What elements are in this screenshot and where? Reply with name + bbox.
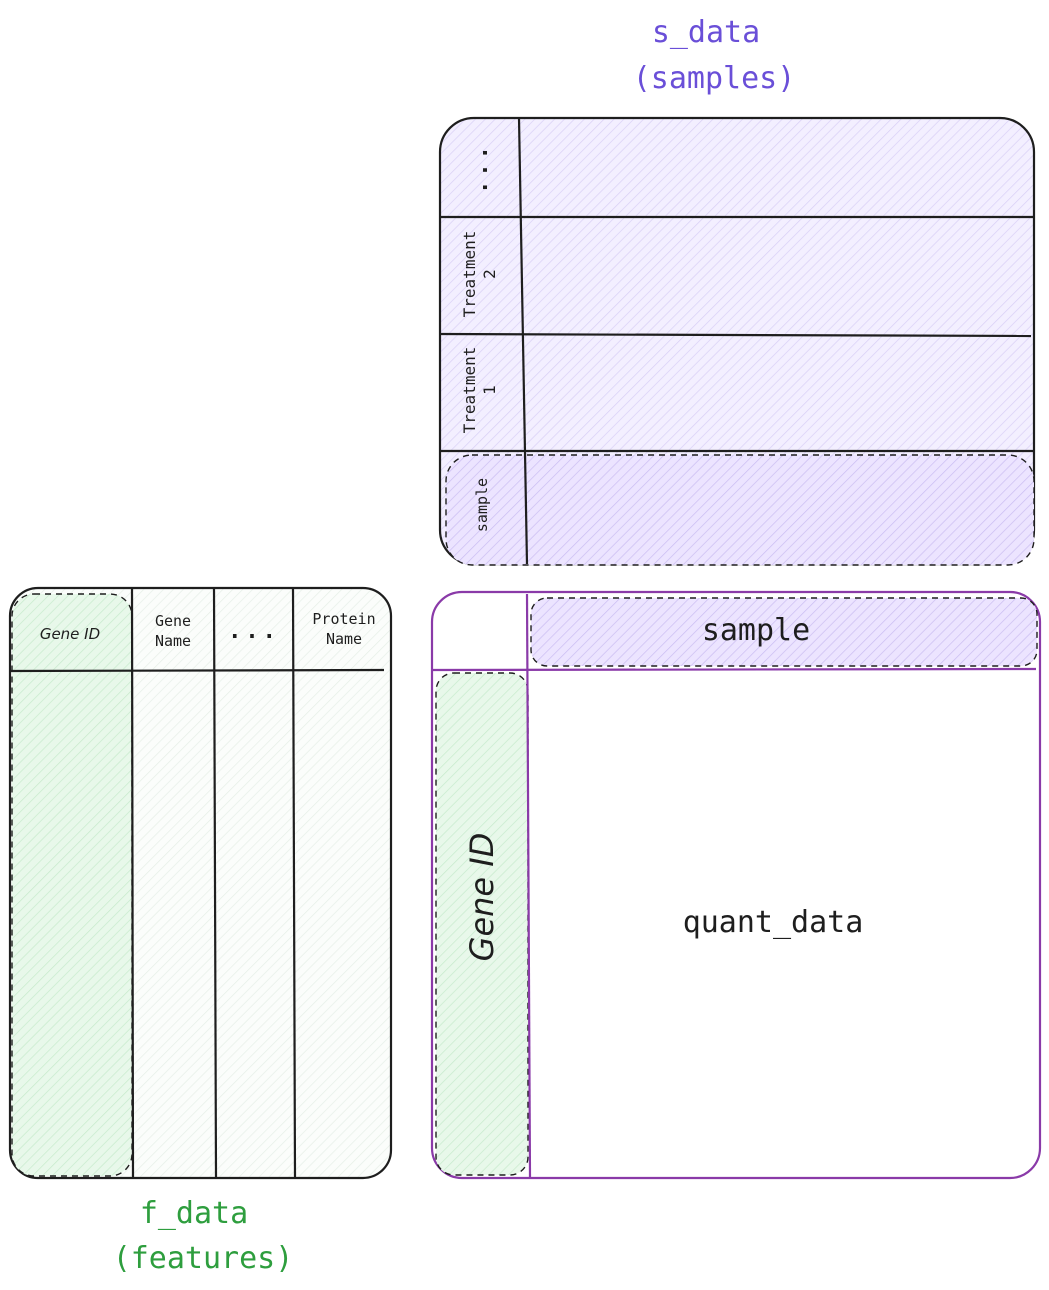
s-data-row-divider xyxy=(439,332,1032,338)
s-data-row-label-treatment-2: Treatment2 xyxy=(460,231,499,318)
quant-data-group: sample Gene ID quant_data xyxy=(430,590,1042,1180)
quant-data-table xyxy=(430,590,1042,1180)
quant-gene-id-header: Gene ID xyxy=(463,833,501,962)
quant-gene-id-column-highlight xyxy=(435,672,529,1176)
s-data-subtitle: (samples) xyxy=(633,61,796,96)
f-data-col-ellipsis: ... xyxy=(228,619,280,644)
s-data-group: s_data (samples) ... Treatment2 Treatmen… xyxy=(438,15,1036,566)
s-data-row-label-sample: sample xyxy=(473,478,491,532)
f-data-column-divider xyxy=(212,587,218,1179)
label-line: 1 xyxy=(480,385,499,395)
label-line: Name xyxy=(155,632,191,650)
label-line: Protein xyxy=(312,610,375,628)
label-line: Treatment xyxy=(460,231,479,318)
s-data-row-label-ellipsis: ... xyxy=(468,142,493,194)
f-data-gene-id-column-highlight xyxy=(11,593,133,1177)
s-data-title: s_data xyxy=(652,15,760,50)
f-data-col-gene-id: Gene ID xyxy=(40,625,100,643)
f-data-column-divider xyxy=(130,587,135,1179)
f-data-title: f_data xyxy=(140,1196,248,1231)
quant-sample-header: sample xyxy=(702,613,810,648)
label-line: Gene xyxy=(155,612,191,630)
label-line: 2 xyxy=(480,269,499,279)
s-data-row-label-treatment-1: Treatment1 xyxy=(460,347,499,434)
f-data-header-divider xyxy=(9,668,385,673)
quant-sample-header-highlight xyxy=(530,597,1038,667)
label-line: Treatment xyxy=(460,347,479,434)
f-data-subtitle: (features) xyxy=(113,1241,294,1276)
f-data-column-divider xyxy=(291,587,297,1179)
s-data-sample-row-highlight xyxy=(445,454,1035,566)
quant-column-divider xyxy=(525,593,532,1179)
quant-data-label: quant_data xyxy=(683,905,864,940)
label-line: Name xyxy=(326,630,362,648)
quant-header-divider xyxy=(431,667,1037,672)
s-data-column-divider xyxy=(517,117,529,565)
